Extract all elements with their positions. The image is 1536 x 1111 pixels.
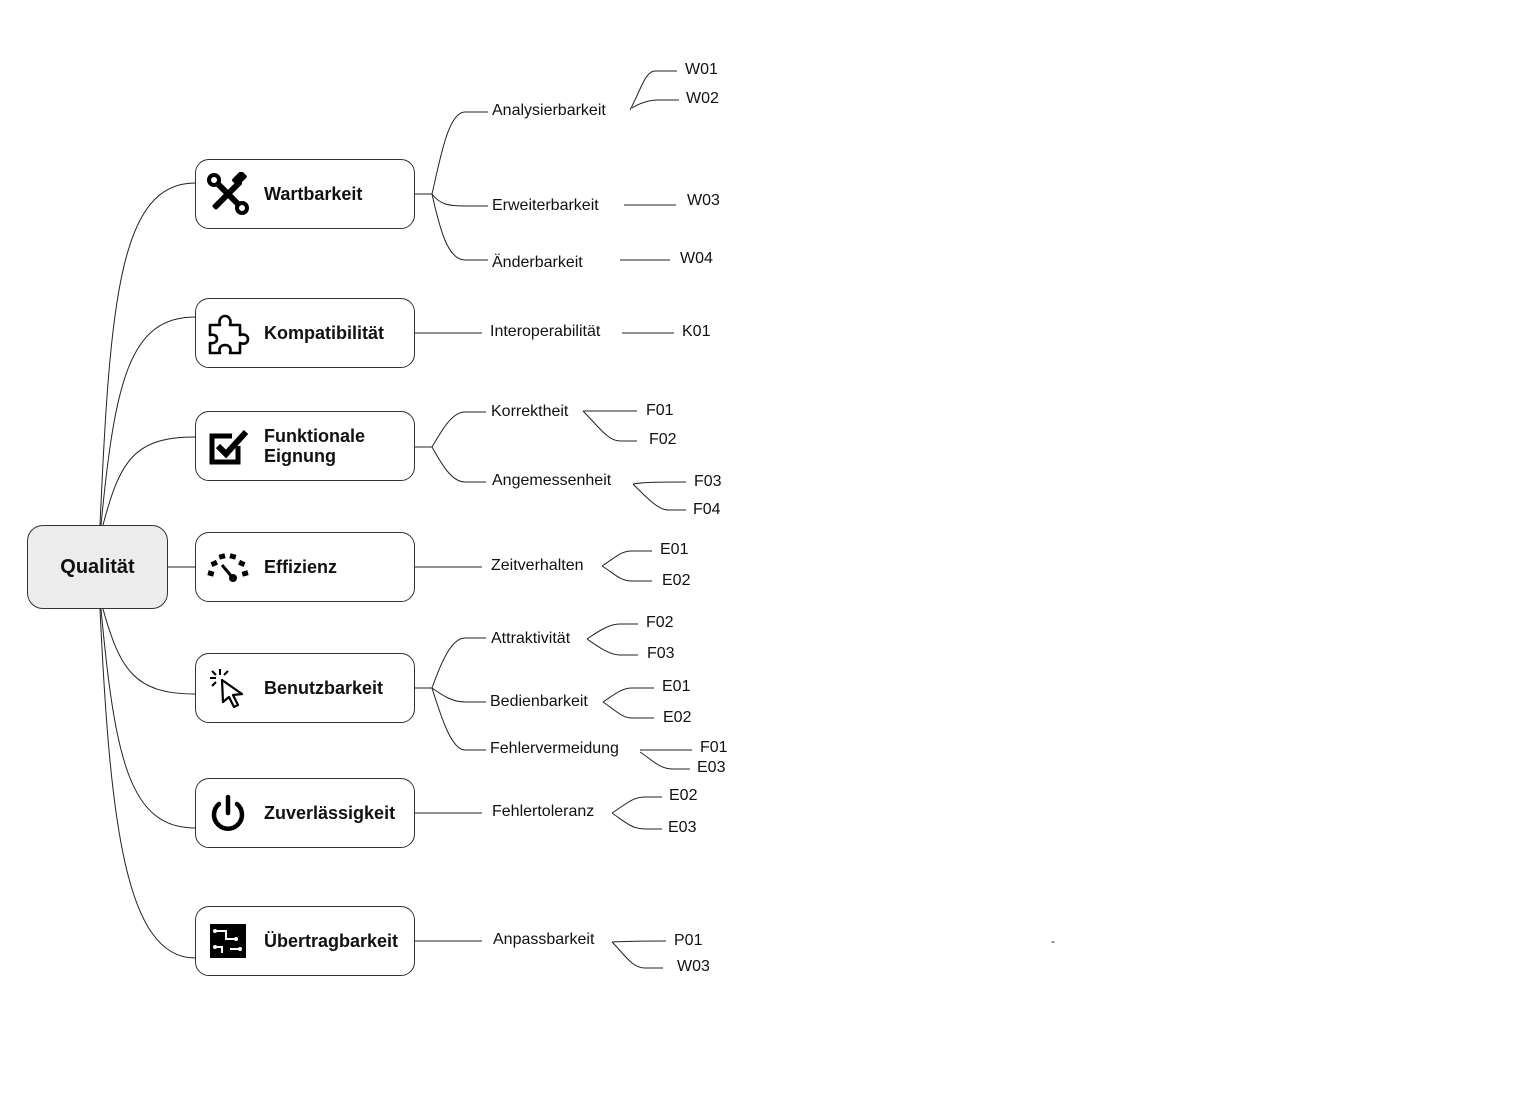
leaf-code: P01 [674,932,703,949]
leaf-code: E02 [662,572,691,589]
leaf-code: F03 [694,473,722,490]
category-wartbarkeit: Wartbarkeit [195,159,415,229]
connector-line [602,701,654,719]
category-zuverlaessigkeit: Zuverlässigkeit [195,778,415,848]
tools-icon [206,172,250,216]
subcriterion-label: Interoperabilität [490,323,601,340]
category-label: Benutzbarkeit [264,678,384,698]
subcriterion-label: Analysierbarkeit [492,102,606,119]
connector-line [431,446,486,483]
subcriterion-label: Anpassbarkeit [493,931,595,948]
connector-line [582,410,637,442]
root-node-qualitaet: Qualität [27,525,168,609]
category-label: Kompatibilität [264,323,384,343]
cursor-click-icon [206,666,250,710]
leaf-code: K01 [682,323,711,340]
stray-mark: - [1051,934,1055,948]
leaf-code: W03 [687,192,720,209]
category-label: Zuverlässigkeit [264,803,396,823]
connector-line [431,687,486,703]
category-label: Effizienz [264,557,338,577]
leaf-code: F03 [647,645,675,662]
circuit-board-icon [206,919,250,963]
category-effizienz: Effizienz [195,532,415,602]
connector-line [611,940,667,943]
leaf-code: E03 [668,819,697,836]
category-benutzbarkeit: Benutzbarkeit [195,653,415,723]
leaf-code: E03 [697,759,726,776]
leaf-code: F04 [693,501,721,518]
connector-line [431,193,488,207]
connector-line [431,687,486,751]
leaf-code: W01 [685,61,718,78]
connector-line [100,608,196,829]
subcriterion-label: Zeitverhalten [491,557,584,574]
connector-line [601,565,652,582]
category-kompatibilitaet: Kompatibilität [195,298,415,368]
leaf-code: E01 [662,678,691,695]
connector-line [99,608,196,959]
subcriterion-label: Änderbarkeit [492,254,583,271]
subcriterion-label: Korrektheit [491,403,569,420]
connector-line [431,637,486,689]
category-label: Funktionale Eignung [264,426,366,466]
connector-line [102,436,196,526]
leaf-code: E02 [663,709,692,726]
connector-line [431,193,488,261]
leaf-code: F02 [646,614,674,631]
connector-line [631,99,679,109]
connector-line [632,483,686,511]
connector-line [99,182,196,526]
connector-line [102,608,196,695]
leaf-code: F01 [700,739,728,756]
leaf-code: E01 [660,541,689,558]
leaf-code: W02 [686,90,719,107]
leaf-code: W03 [677,958,710,975]
subcriterion-label: Bedienbarkeit [490,693,588,710]
connector-line [611,812,662,830]
leaf-code: F01 [646,402,674,419]
connector-line [586,638,638,656]
category-label: Übertragbarkeit [264,931,399,951]
category-funktionale-eignung: Funktionale Eignung [195,411,415,481]
connector-line [431,111,488,195]
leaf-code: E02 [669,787,698,804]
speedometer-icon [206,545,250,589]
category-uebertragbarkeit: Übertragbarkeit [195,906,415,976]
subcriterion-label: Fehlertoleranz [492,803,595,820]
subcriterion-label: Erweiterbarkeit [492,197,599,214]
leaf-code: W04 [680,250,713,267]
root-label: Qualität [60,555,135,578]
puzzle-icon [206,311,250,355]
connector-line [632,481,687,485]
leaf-code: F02 [649,431,677,448]
connector-line [639,751,690,770]
checkbox-icon [206,424,250,468]
power-icon [206,791,250,835]
subcriterion-label: Attraktivität [491,630,571,647]
connector-line [586,623,638,640]
connector-line [601,550,652,567]
connector-line [100,316,196,526]
category-label: Wartbarkeit [264,184,363,204]
connector-line [611,941,663,969]
connector-line [629,70,677,111]
connector-line [611,796,662,814]
subcriterion-label: Fehlervermeidung [490,740,619,757]
connector-line [431,411,486,448]
subcriterion-label: Angemessenheit [492,472,612,489]
connector-line [602,687,654,703]
